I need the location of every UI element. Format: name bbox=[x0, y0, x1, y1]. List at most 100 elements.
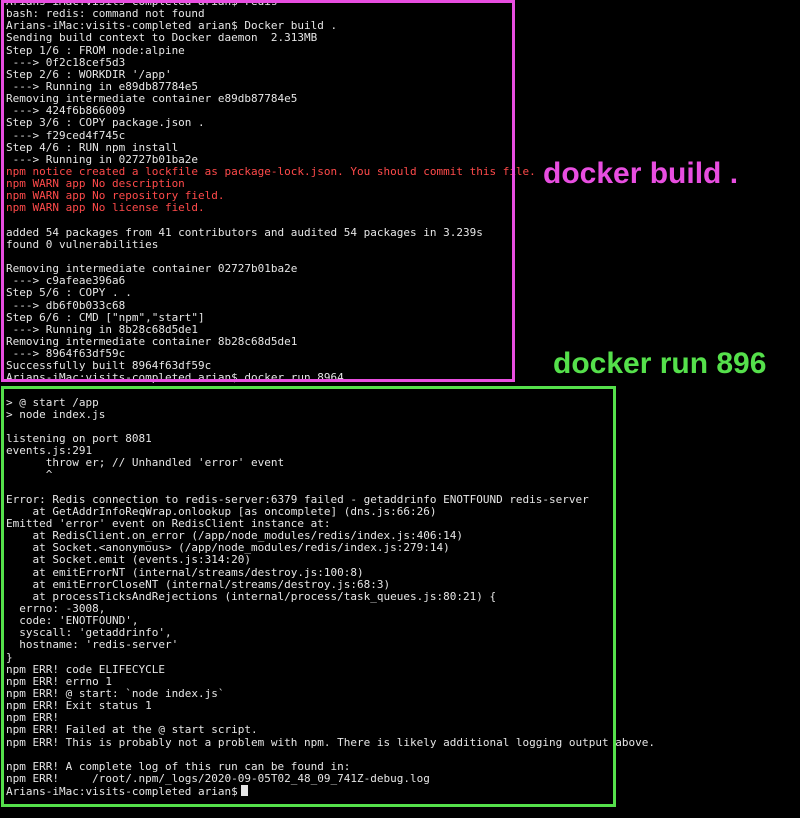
terminal-line: npm ERR! Failed at the @ start script. bbox=[6, 724, 646, 736]
terminal-line: at emitErrorNT (internal/streams/destroy… bbox=[6, 565, 646, 579]
terminal-line: Emitted 'error' event on RedisClient ins… bbox=[6, 517, 646, 531]
terminal-line-text: hostname: 'redis-server' bbox=[6, 638, 179, 652]
terminal-line: npm ERR! errno 1 bbox=[6, 674, 646, 688]
terminal-line-text: events.js:291 bbox=[6, 444, 93, 458]
terminal-line: ---> Running in 02727b01ba2e bbox=[6, 153, 646, 166]
terminal-line: code: 'ENOTFOUND', bbox=[6, 615, 646, 627]
terminal-line: at emitErrorCloseNT (internal/streams/de… bbox=[6, 577, 646, 591]
terminal-line: npm notice created a lockfile as package… bbox=[6, 164, 646, 178]
terminal-line-text: Error: Redis connection to redis-server:… bbox=[6, 492, 589, 506]
terminal-line-text: npm ERR! /root/.npm/_logs/2020-09-05T02_… bbox=[6, 772, 430, 785]
terminal-line-text: npm ERR! This is probably not a problem … bbox=[6, 735, 656, 749]
terminal-line-text: npm notice created a lockfile as package… bbox=[6, 164, 536, 178]
terminal-line: hostname: 'redis-server' bbox=[6, 639, 646, 651]
terminal-line-text: at RedisClient.on_error (/app/node_modul… bbox=[6, 529, 463, 543]
terminal-line-text: Emitted 'error' event on RedisClient ins… bbox=[6, 517, 331, 531]
terminal-line: Removing intermediate container 8b28c68d… bbox=[6, 334, 646, 348]
terminal-line-text: ---> c9afeae396a6 bbox=[6, 274, 126, 288]
terminal-line: npm ERR! Exit status 1 bbox=[6, 700, 646, 712]
terminal-line: ---> Running in 8b28c68d5de1 bbox=[6, 322, 646, 336]
terminal-line-text: ---> Running in e89db87784e5 bbox=[6, 79, 199, 93]
terminal-line-text: ---> Running in 8b28c68d5de1 bbox=[6, 322, 199, 336]
terminal-line-text: Step 4/6 : RUN npm install bbox=[6, 140, 179, 154]
terminal-line: Step 4/6 : RUN npm install bbox=[6, 140, 646, 154]
terminal-line: Step 6/6 : CMD ["npm","start"] bbox=[6, 310, 646, 324]
terminal-line-text: npm ERR! errno 1 bbox=[6, 674, 112, 688]
terminal-line: Error: Redis connection to redis-server:… bbox=[6, 492, 646, 506]
terminal-output: Arians-iMac:visits-completed arian$ redi… bbox=[6, 0, 655, 798]
terminal-line-text: Removing intermediate container 02727b01… bbox=[6, 262, 298, 276]
terminal-line-text: at emitErrorCloseNT (internal/streams/de… bbox=[6, 577, 391, 591]
terminal-line-text: listening on port 8081 bbox=[6, 432, 152, 446]
terminal-line-text: ---> 424f6b866009 bbox=[6, 104, 126, 118]
terminal-line-text: Step 5/6 : COPY . . bbox=[6, 286, 132, 300]
terminal-line: at GetAddrInfoReqWrap.onlookup [as oncom… bbox=[6, 504, 646, 518]
terminal-line-text: syscall: 'getaddrinfo', bbox=[6, 626, 172, 640]
terminal-line-text: Successfully built 8964f63df59c bbox=[6, 359, 212, 373]
terminal-line-text: throw er; // Unhandled 'error' event bbox=[6, 456, 285, 470]
terminal-line: Removing intermediate container e89db877… bbox=[6, 93, 646, 105]
terminal-line: Step 3/6 : COPY package.json . bbox=[6, 117, 646, 129]
terminal-cursor bbox=[240, 785, 248, 797]
docker-build-annotation: docker build . bbox=[543, 157, 739, 190]
terminal-line-text: npm ERR! A complete log of this run can … bbox=[6, 759, 351, 773]
terminal-line: at processTicksAndRejections (internal/p… bbox=[6, 589, 646, 603]
terminal-line-text: at GetAddrInfoReqWrap.onlookup [as oncom… bbox=[6, 504, 437, 518]
terminal-line: added 54 packages from 41 contributors a… bbox=[6, 225, 646, 239]
terminal-line: > node index.js bbox=[6, 408, 646, 421]
terminal-line-text: at processTicksAndRejections (internal/p… bbox=[6, 589, 497, 603]
terminal-line-text: Removing intermediate container e89db877… bbox=[6, 92, 298, 106]
terminal-line-text: npm ERR! @ start: `node index.js` bbox=[6, 687, 225, 701]
terminal-line-text: found 0 vulnerabilities bbox=[6, 237, 159, 251]
terminal-line: npm ERR! @ start: `node index.js` bbox=[6, 687, 646, 701]
terminal-line: npm ERR! code ELIFECYCLE bbox=[6, 662, 646, 676]
terminal-line-text: ---> 8964f63df59c bbox=[6, 347, 126, 361]
terminal-line: Step 5/6 : COPY . . bbox=[6, 287, 646, 299]
terminal-line-text: ---> db6f0b033c68 bbox=[6, 298, 126, 312]
terminal-line-text: at Socket.emit (events.js:314:20) bbox=[6, 553, 252, 567]
terminal-line-text: Step 6/6 : CMD ["npm","start"] bbox=[6, 310, 205, 324]
terminal-line: bash: redis: command not found bbox=[6, 8, 646, 20]
terminal-line: errno: -3008, bbox=[6, 602, 646, 616]
terminal-line: at Socket.<anonymous> (/app/node_modules… bbox=[6, 542, 646, 554]
terminal-line-text: Arians-iMac:visits-completed arian$ Dock… bbox=[6, 19, 338, 33]
terminal-line: throw er; // Unhandled 'error' event bbox=[6, 457, 646, 469]
terminal-line: at Socket.emit (events.js:314:20) bbox=[6, 554, 646, 566]
terminal-line: Step 1/6 : FROM node:alpine bbox=[6, 43, 646, 57]
terminal-line-text: npm ERR! Exit status 1 bbox=[6, 699, 152, 713]
terminal-line-text: added 54 packages from 41 contributors a… bbox=[6, 225, 483, 239]
terminal-line-text: Arians-iMac:visits-completed arian$ dock… bbox=[6, 371, 344, 385]
terminal-line: found 0 vulnerabilities bbox=[6, 237, 646, 251]
terminal-line: ---> 424f6b866009 bbox=[6, 105, 646, 117]
terminal-line: events.js:291 bbox=[6, 445, 646, 457]
terminal-line: Arians-iMac:visits-completed arian$ dock… bbox=[6, 372, 646, 384]
terminal-line-text: npm ERR! Failed at the @ start script. bbox=[6, 723, 258, 737]
terminal-line-text: npm WARN app No description bbox=[6, 177, 185, 191]
terminal-line: } bbox=[6, 651, 646, 664]
terminal-line-text: at Socket.<anonymous> (/app/node_modules… bbox=[6, 541, 450, 555]
terminal-line-text: Removing intermediate container 8b28c68d… bbox=[6, 334, 298, 348]
terminal-line: ---> 8964f63df59c bbox=[6, 348, 646, 360]
terminal-line-text: Step 3/6 : COPY package.json . bbox=[6, 116, 205, 130]
terminal-line-text: Step 2/6 : WORKDIR '/app' bbox=[6, 67, 172, 81]
terminal-line-text: npm WARN app No license field. bbox=[6, 201, 205, 215]
terminal-line: syscall: 'getaddrinfo', bbox=[6, 627, 646, 639]
terminal-line: Sending build context to Docker daemon 2… bbox=[6, 32, 646, 44]
terminal-line: npm ERR! bbox=[6, 712, 646, 724]
terminal-line: npm ERR! This is probably not a problem … bbox=[6, 736, 655, 749]
terminal-line-text: bash: redis: command not found bbox=[6, 7, 205, 21]
terminal-line: ---> db6f0b033c68 bbox=[6, 298, 646, 312]
terminal-line-text: ---> f29ced4f745c bbox=[6, 128, 126, 142]
terminal-line-text: at emitErrorNT (internal/streams/destroy… bbox=[6, 565, 364, 579]
terminal-line-text: Step 1/6 : FROM node:alpine bbox=[6, 43, 185, 57]
terminal-line-text: errno: -3008, bbox=[6, 602, 106, 616]
terminal-line: npm ERR! A complete log of this run can … bbox=[6, 759, 646, 773]
docker-run-annotation: docker run 896 bbox=[553, 347, 767, 380]
terminal-line: npm ERR! /root/.npm/_logs/2020-09-05T02_… bbox=[6, 772, 646, 785]
terminal-line: Arians-iMac:visits-completed arian$ redi… bbox=[6, 0, 646, 8]
terminal-line-text: npm ERR! code ELIFECYCLE bbox=[6, 662, 165, 676]
terminal-line bbox=[6, 385, 646, 397]
terminal-line: listening on port 8081 bbox=[6, 432, 646, 446]
terminal-line: ---> Running in e89db87784e5 bbox=[6, 79, 646, 93]
